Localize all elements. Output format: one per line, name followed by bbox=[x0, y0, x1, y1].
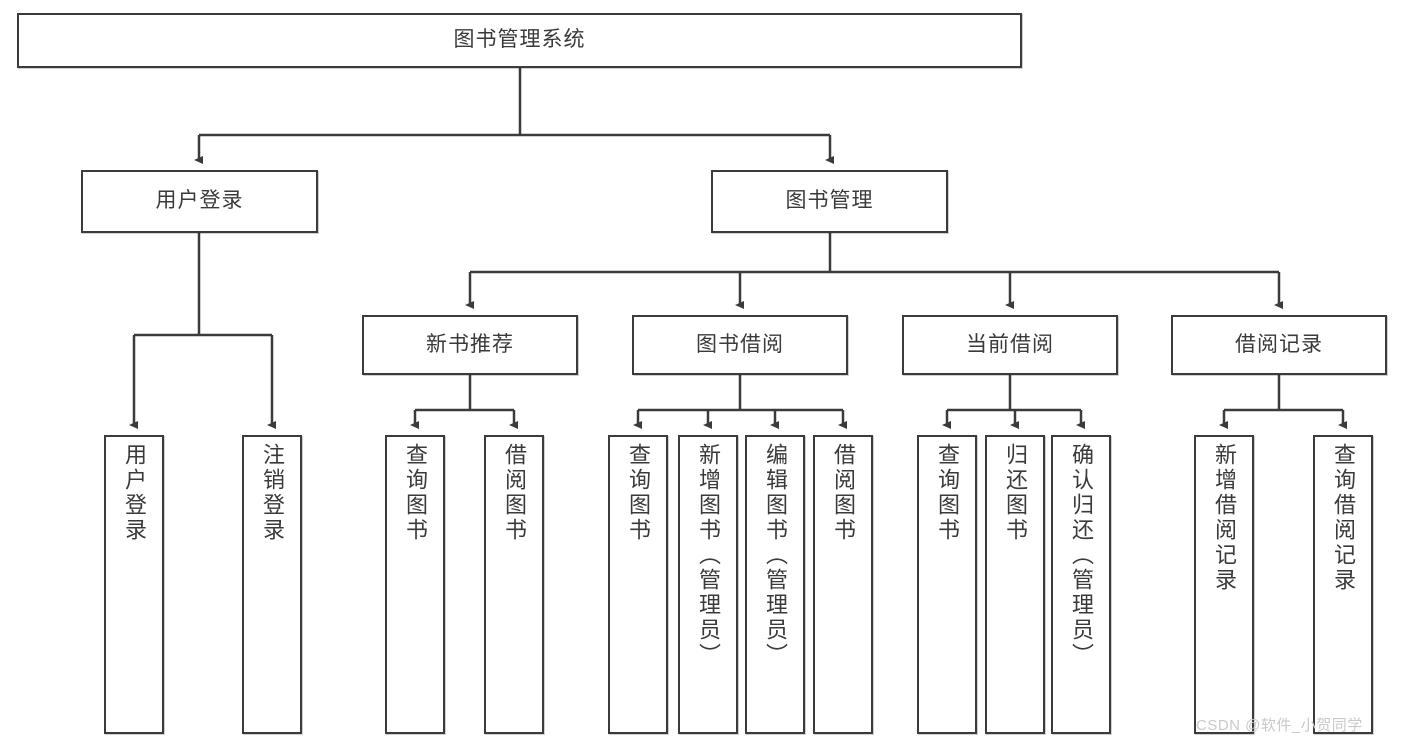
node-label: 用户登录 bbox=[155, 189, 244, 213]
node-leaf-confirm-return-admin[interactable]: 确认归还（管理员） bbox=[1051, 435, 1111, 734]
node-label: 确认归还（管理员） bbox=[1069, 443, 1094, 668]
node-label: 新增借阅记录 bbox=[1212, 443, 1237, 593]
node-label: 用户登录 bbox=[122, 443, 147, 543]
node-label: 查询图书 bbox=[403, 443, 428, 543]
node-borrow-record[interactable]: 借阅记录 bbox=[1171, 315, 1387, 375]
node-label: 图书管理系统 bbox=[453, 28, 586, 52]
node-book-management[interactable]: 图书管理 bbox=[711, 170, 948, 233]
node-leaf-user-login[interactable]: 用户登录 bbox=[104, 435, 164, 734]
node-label: 编辑图书（管理员） bbox=[763, 443, 788, 668]
node-new-book-recommend[interactable]: 新书推荐 bbox=[362, 315, 578, 375]
node-leaf-edit-book-admin[interactable]: 编辑图书（管理员） bbox=[745, 435, 805, 734]
node-leaf-user-logout[interactable]: 注销登录 bbox=[242, 435, 302, 734]
node-label: 图书借阅 bbox=[696, 332, 784, 356]
node-root[interactable]: 图书管理系统 bbox=[17, 13, 1022, 68]
csdn-watermark: CSDN @软件_小贺同学 bbox=[1196, 717, 1363, 734]
node-leaf-add-book-admin[interactable]: 新增图书（管理员） bbox=[678, 435, 738, 734]
node-label: 查询图书 bbox=[935, 443, 960, 543]
node-label: 查询借阅记录 bbox=[1331, 443, 1356, 593]
node-label: 查询图书 bbox=[626, 443, 651, 543]
node-book-borrow[interactable]: 图书借阅 bbox=[632, 315, 848, 375]
node-label: 新增图书（管理员） bbox=[696, 443, 721, 668]
node-label: 借阅图书 bbox=[831, 443, 856, 543]
node-leaf-return-book[interactable]: 归还图书 bbox=[985, 435, 1045, 734]
node-leaf-query-borrow-record[interactable]: 查询借阅记录 bbox=[1313, 435, 1373, 734]
node-label: 新书推荐 bbox=[426, 332, 514, 356]
node-leaf-borrow-book[interactable]: 借阅图书 bbox=[813, 435, 873, 734]
node-label: 借阅记录 bbox=[1235, 332, 1323, 356]
node-label: 图书管理 bbox=[785, 189, 874, 213]
node-leaf-query-book-current[interactable]: 查询图书 bbox=[917, 435, 977, 734]
node-leaf-borrow-book-recommend[interactable]: 借阅图书 bbox=[484, 435, 544, 734]
node-label: 归还图书 bbox=[1003, 443, 1028, 543]
node-label: 注销登录 bbox=[260, 443, 285, 543]
node-user-login[interactable]: 用户登录 bbox=[81, 170, 318, 233]
node-leaf-query-book-borrow[interactable]: 查询图书 bbox=[608, 435, 668, 734]
node-leaf-add-borrow-record[interactable]: 新增借阅记录 bbox=[1194, 435, 1254, 734]
node-label: 借阅图书 bbox=[502, 443, 527, 543]
node-leaf-query-book-recommend[interactable]: 查询图书 bbox=[385, 435, 445, 734]
node-label: 当前借阅 bbox=[966, 332, 1054, 356]
node-current-borrow[interactable]: 当前借阅 bbox=[902, 315, 1118, 375]
